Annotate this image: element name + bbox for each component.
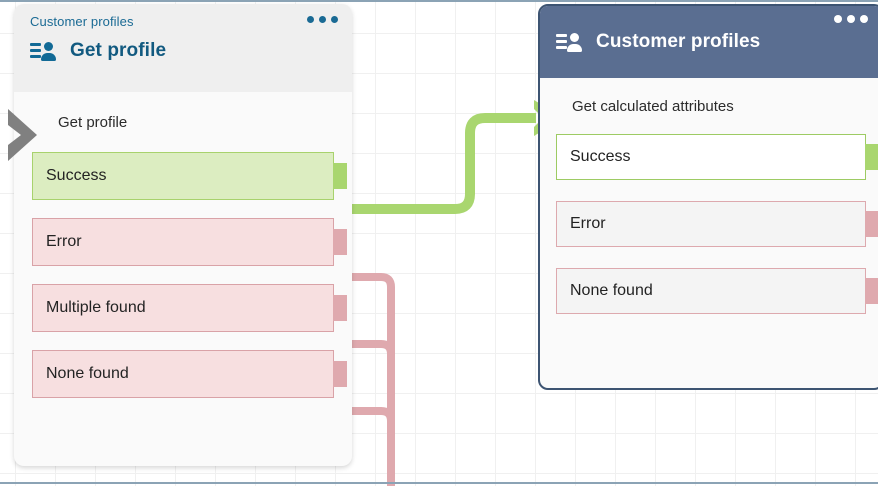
connector-error bbox=[345, 273, 395, 486]
node-title: Get profile bbox=[70, 40, 167, 61]
node-title-row: Get profile bbox=[30, 40, 336, 62]
connector-none-found bbox=[345, 407, 395, 486]
contact-card-icon bbox=[30, 41, 56, 61]
more-options-dot bbox=[331, 16, 338, 23]
more-options-dot bbox=[307, 16, 314, 23]
branch-success[interactable]: Success bbox=[556, 134, 878, 180]
branch-none-found[interactable]: None found bbox=[32, 350, 347, 398]
branch-success[interactable]: Success bbox=[32, 152, 347, 200]
contact-card-icon bbox=[556, 32, 582, 52]
branch-label: Error bbox=[46, 233, 82, 250]
branch-label: Success bbox=[570, 148, 631, 165]
branch-label: Success bbox=[46, 167, 107, 184]
canvas-bottom-border bbox=[0, 482, 878, 484]
node-step-name: Get profile bbox=[58, 113, 128, 131]
branch-connector-nub bbox=[333, 295, 347, 321]
branch-connector-nub bbox=[333, 229, 347, 255]
connector-success bbox=[345, 113, 536, 214]
node-get-profile[interactable]: Customer profiles Get profile Get profil… bbox=[14, 4, 352, 466]
branch-label: None found bbox=[46, 365, 129, 382]
entry-chevron-icon bbox=[8, 109, 37, 161]
branch-error[interactable]: Error bbox=[32, 218, 347, 266]
more-options-dot bbox=[834, 15, 842, 23]
node-step-name: Get calculated attributes bbox=[572, 97, 734, 115]
node-get-calculated-attributes[interactable]: Customer profiles Get calculated attribu… bbox=[538, 4, 878, 390]
branch-multiple-found[interactable]: Multiple found bbox=[32, 284, 347, 332]
branch-label: Multiple found bbox=[46, 299, 146, 316]
branch-connector-nub bbox=[865, 211, 878, 237]
node-header: Customer profiles bbox=[540, 6, 878, 78]
more-options-icon[interactable] bbox=[834, 15, 868, 23]
more-options-dot bbox=[319, 16, 326, 23]
node-branch-list: Success Error None found bbox=[540, 134, 878, 314]
node-header: Customer profiles Get profile bbox=[14, 4, 352, 92]
node-eyebrow: Customer profiles bbox=[30, 14, 134, 29]
connector-multiple-found bbox=[345, 340, 395, 486]
branch-connector-nub bbox=[333, 361, 347, 387]
branch-label: Error bbox=[570, 215, 606, 232]
more-options-icon[interactable] bbox=[307, 16, 338, 23]
node-title: Customer profiles bbox=[596, 31, 761, 52]
branch-connector-nub bbox=[865, 278, 878, 304]
more-options-dot bbox=[860, 15, 868, 23]
branch-connector-nub bbox=[865, 144, 878, 170]
branch-label: None found bbox=[570, 282, 653, 299]
canvas-top-border bbox=[0, 0, 878, 2]
node-branch-list: Success Error Multiple found None found bbox=[14, 152, 352, 398]
branch-error[interactable]: Error bbox=[556, 201, 878, 247]
more-options-dot bbox=[847, 15, 855, 23]
branch-connector-nub bbox=[333, 163, 347, 189]
branch-none-found[interactable]: None found bbox=[556, 268, 878, 314]
